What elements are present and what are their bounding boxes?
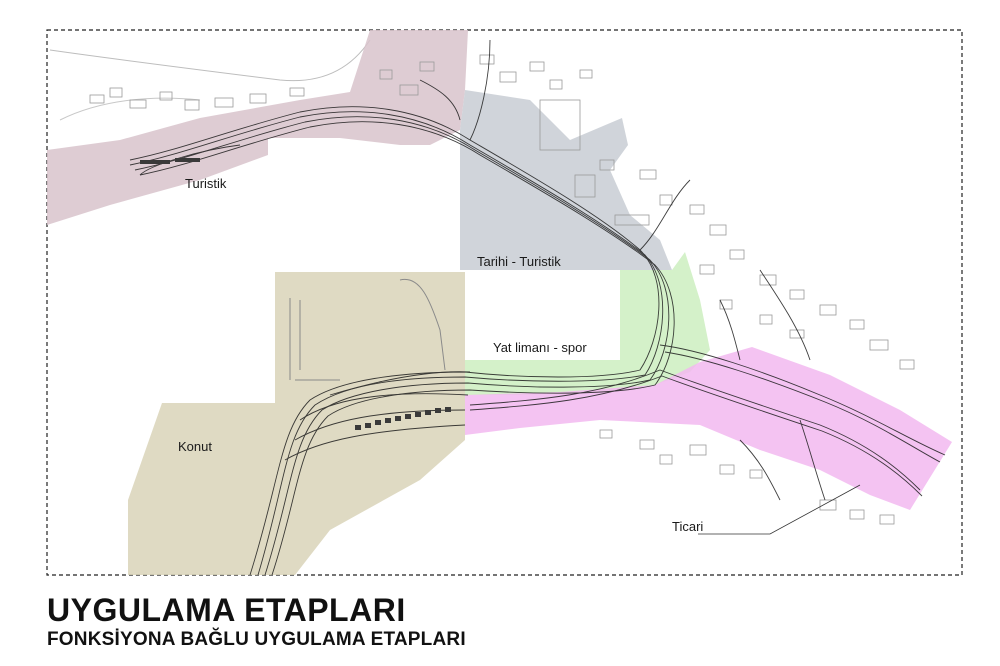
zone-turistik-area: [47, 30, 468, 225]
label-tarihi-turistik: Tarihi - Turistik: [477, 254, 561, 269]
pier-structures: [289, 278, 446, 381]
ticari-leader-line: [698, 484, 861, 535]
label-ticari: Ticari: [672, 519, 703, 534]
page-title: UYGULAMA ETAPLARI: [47, 592, 406, 628]
quay-blocks: [140, 158, 451, 430]
zone-ticari-area: [465, 347, 952, 510]
coastline-outline: [49, 39, 371, 82]
coastline-outline-2: [59, 97, 201, 121]
zone-yat-limani-spor-area: [465, 252, 710, 395]
zone-konut-area: [128, 272, 465, 575]
site-plan-diagram: Turistik Tarihi - Turistik Yat limanı - …: [46, 29, 963, 576]
label-konut: Konut: [178, 439, 212, 454]
zone-tarihi-turistik-area: [460, 90, 672, 270]
label-yat-limani-spor: Yat limanı - spor: [493, 340, 587, 355]
plan-boundary-frame: [46, 29, 963, 576]
road-network: [129, 39, 946, 576]
page-subtitle: FONKSİYONA BAĞLU UYGULAMA ETAPLARI: [47, 629, 466, 650]
context-buildings: [89, 54, 915, 525]
label-turistik: Turistik: [185, 176, 227, 191]
